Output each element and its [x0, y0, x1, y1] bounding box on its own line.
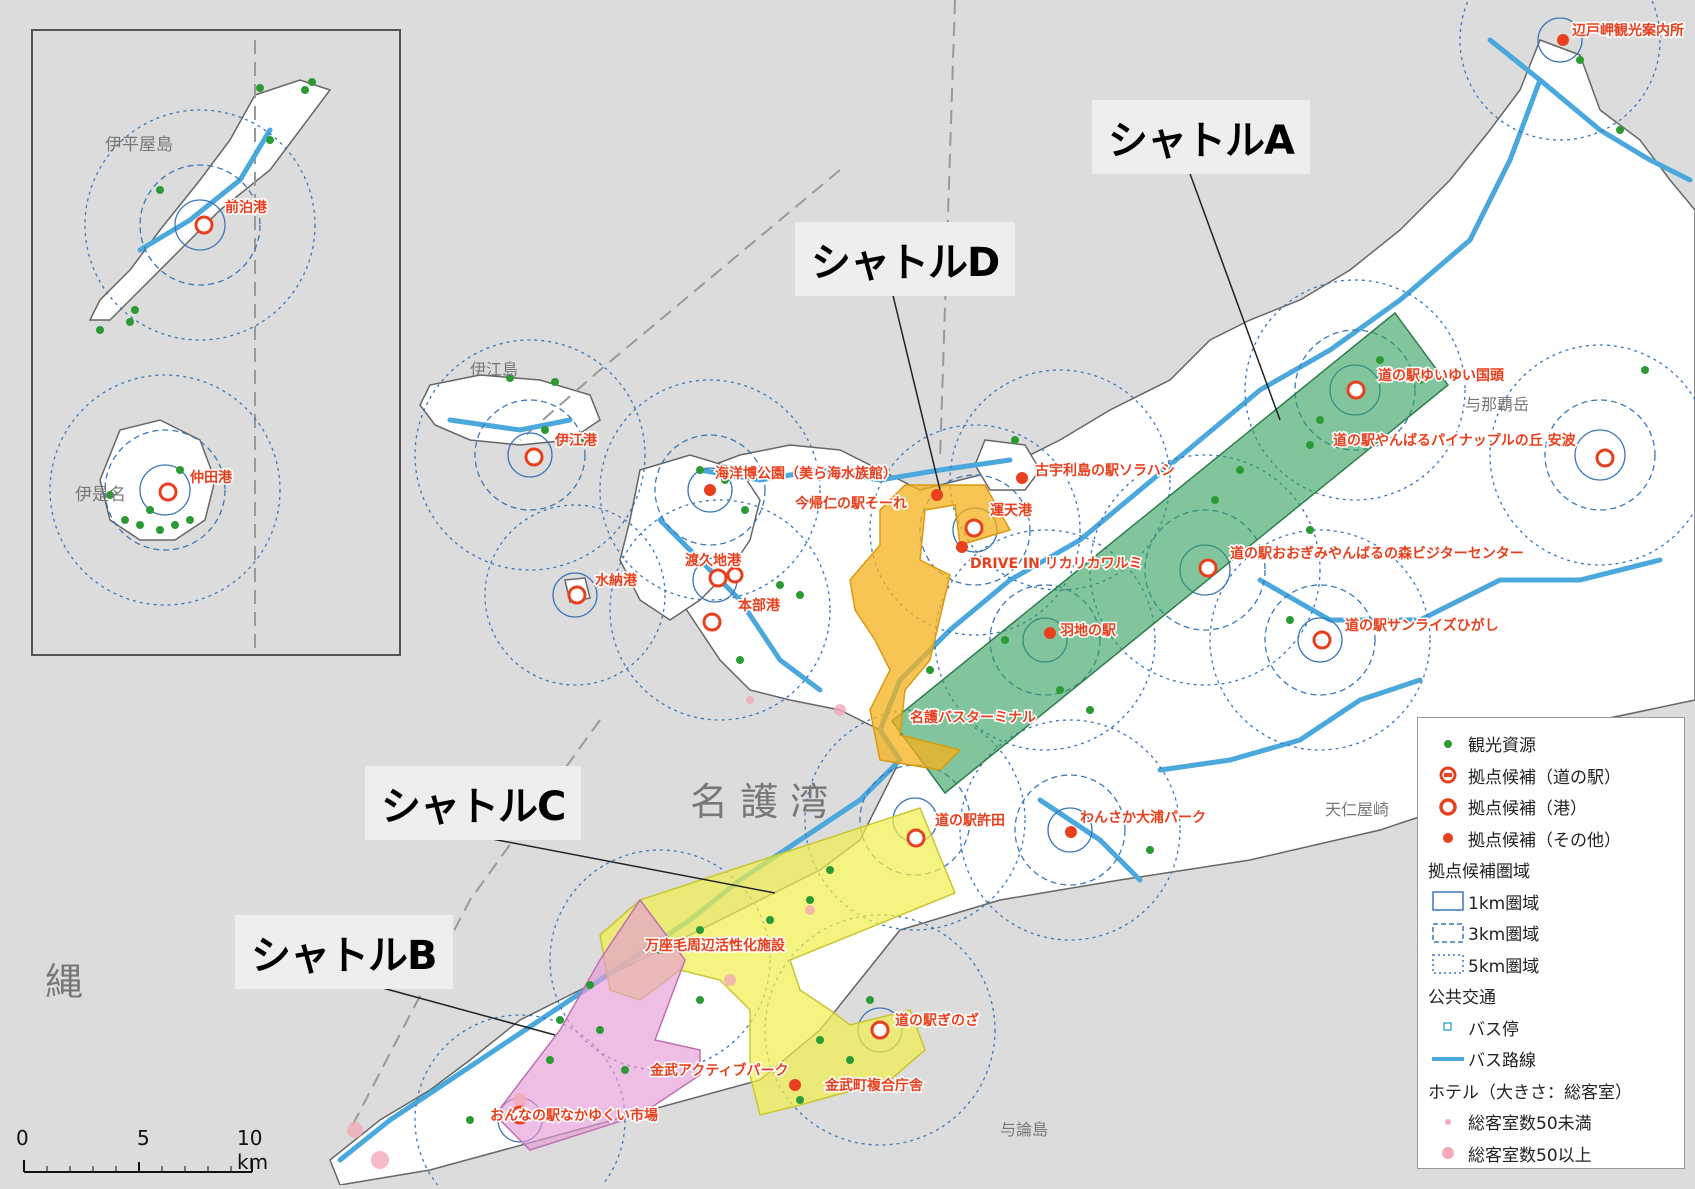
tourism-resources	[96, 56, 1649, 1124]
place-label: 古宇利島の駅ソラハシ	[1035, 462, 1175, 479]
hotel-small-icon	[1445, 1118, 1451, 1125]
place-label: 伊江港	[554, 432, 598, 449]
bus-stop-icon	[1443, 1022, 1452, 1031]
scale-bar-line	[23, 1160, 253, 1173]
legend-header-rings: 拠点候補圏域	[1428, 862, 1530, 883]
place-label: 万座毛周辺活性化施設	[644, 937, 786, 954]
place-label: わんさか大浦パーク	[1080, 809, 1206, 826]
place-label: 道の駅おおぎみやんばるの森ビジターセンター	[1230, 545, 1524, 562]
hotel-large-icon	[1442, 1147, 1454, 1160]
place-label: 渡久地港	[685, 552, 742, 569]
place-label: 道の駅サンライズひがし	[1345, 617, 1499, 634]
michinoeki-icon	[1439, 766, 1457, 784]
port-icon	[1439, 798, 1457, 816]
place-label: おんなの駅なかゆくい市場	[490, 1107, 658, 1124]
base-candidates	[158, 215, 1615, 1125]
tenninya-label: 天仁屋崎	[1325, 800, 1389, 819]
nago-bay-label: 名 護 湾	[690, 780, 828, 824]
legend-item-other: 拠点候補（その他）	[1428, 823, 1674, 855]
legend-item-ring-3km: 3km圏域	[1428, 917, 1674, 949]
yoron-label: 与論島	[1000, 1120, 1048, 1139]
base-other	[704, 34, 1569, 1091]
place-labels: 辺戸岬観光案内所 前泊港 仲田港 伊江港 海洋博公園（美ら海水族館） 今帰仁の駅…	[189, 21, 1686, 1126]
shuttle-d-callout: シャトルD	[795, 222, 1016, 296]
place-label: 羽地の駅	[1060, 622, 1117, 639]
place-label: 道の駅許田	[935, 812, 1005, 829]
place-label: 今帰仁の駅そーれ	[794, 495, 907, 512]
izena-island	[99, 419, 216, 541]
ring-dashed-icon	[1432, 923, 1464, 943]
izena-label: 伊是名	[75, 485, 126, 505]
legend-item-ring-1km: 1km圏域	[1428, 886, 1674, 918]
geo-names: 名 護 湾 縄 伊平屋島 伊是名 伊江島 与那覇岳 天仁屋崎 与論島	[45, 135, 1529, 1139]
green-dot-icon	[1444, 739, 1452, 748]
legend-item-ring-5km: 5km圏域	[1428, 949, 1674, 981]
inset-frame	[31, 29, 401, 656]
iheya-label: 伊平屋島	[105, 135, 173, 155]
legend-item-michinoeki: 拠点候補（道の駅）	[1428, 760, 1674, 792]
scale-tick-5: 5	[137, 1126, 150, 1150]
place-label: 運天港	[990, 502, 1033, 519]
place-label: 前泊港	[225, 199, 268, 216]
okinawa-label: 縄	[45, 960, 83, 1004]
legend-item-resource: 観光資源	[1428, 728, 1674, 760]
legend-item-hotel-small: 総客室数50未満	[1428, 1106, 1674, 1138]
red-dot-icon	[1443, 833, 1453, 844]
legend-item-bus-line: バス路線	[1428, 1043, 1674, 1075]
place-label: 金武アクティブパーク	[649, 1062, 788, 1079]
shuttle-d-corridor	[849, 484, 1012, 771]
ring-solid-icon	[1432, 891, 1464, 911]
place-label: DRIVE IN リカリカワルミ	[970, 556, 1143, 572]
place-label: 辺戸岬観光案内所	[1572, 22, 1684, 39]
scale-tick-10: 10 km	[237, 1126, 268, 1174]
place-label: 海洋博公園（美ら海水族館）	[715, 465, 897, 482]
place-label: 道の駅ゆいゆい国頭	[1378, 367, 1505, 384]
shuttle-corridors	[494, 311, 1450, 1151]
legend-item-hotel-large: 総客室数50以上	[1428, 1138, 1674, 1170]
place-label: 名護バスターミナル	[910, 709, 1036, 726]
place-label: 金武町複合庁舎	[824, 1077, 924, 1094]
shuttle-c-callout: シャトルC	[365, 766, 582, 840]
shuttle-b-callout: シャトルB	[235, 915, 453, 989]
ring-dotted-icon	[1432, 954, 1464, 974]
scale-bar: 0 5 10 km	[12, 1120, 272, 1180]
legend-header-transit: 公共交通	[1428, 988, 1496, 1009]
legend-header-hotel: ホテル（大きさ：総客室）	[1428, 1082, 1632, 1103]
ie-island	[419, 374, 601, 446]
bus-line-icon	[1432, 1056, 1464, 1061]
map-legend: 観光資源 拠点候補（道の駅） 拠点候補（港） 拠点候補（その他） 拠点候補圏域 …	[1417, 717, 1685, 1169]
scale-tick-0: 0	[16, 1126, 29, 1150]
place-label: 仲田港	[190, 469, 233, 486]
place-label: 本部港	[738, 597, 781, 614]
shuttle-a-callout: シャトルA	[1092, 100, 1310, 174]
place-label: 道の駅やんばるパイナップルの丘 安波	[1333, 432, 1577, 449]
place-label: 道の駅ぎのざ	[895, 1012, 979, 1029]
legend-item-bus-stop: バス停	[1428, 1012, 1674, 1044]
yonaha-label: 与那覇岳	[1465, 395, 1529, 414]
legend-item-port: 拠点候補（港）	[1428, 791, 1674, 823]
hotels	[347, 556, 1004, 1169]
shuttle-b-corridor	[494, 898, 701, 1151]
shuttle-a-corridor	[890, 311, 1450, 795]
ie-label: 伊江島	[470, 360, 518, 379]
place-label: 水納港	[595, 572, 638, 589]
